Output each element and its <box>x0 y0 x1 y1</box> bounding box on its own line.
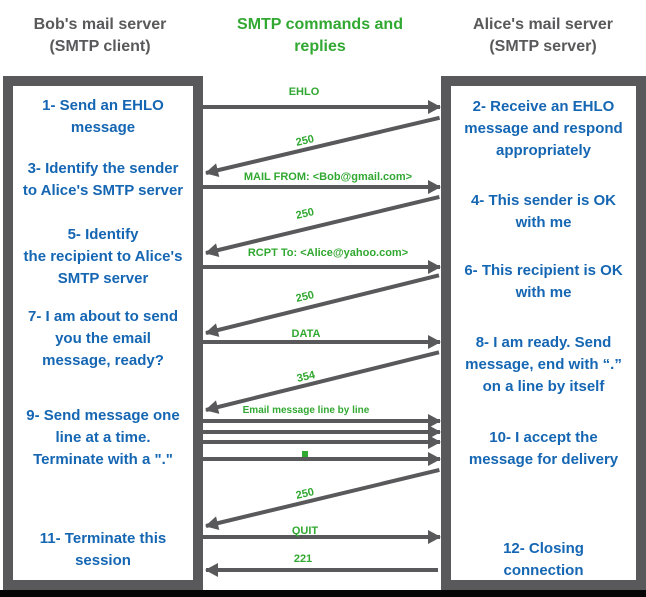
client-step-9-line: 9- Send message one <box>26 407 180 424</box>
client-step-7-line: message, ready? <box>42 352 164 369</box>
server-lifeline-box: 2- Receive an EHLO message and respond a… <box>441 76 646 590</box>
label-quit: QUIT <box>291 525 319 537</box>
arrow-ehlo <box>203 100 441 114</box>
client-step-1-line: 1- Send an EHLO <box>42 97 164 114</box>
client-step-5-line: SMTP server <box>57 270 149 287</box>
arrow-reply-250-3 <box>205 273 440 335</box>
server-step-12-line: connection <box>503 562 584 579</box>
server-header-line1: Alice's mail server <box>473 16 613 33</box>
arrow-data <box>203 335 441 349</box>
client-step-3: 3- Identify the sender to Alice's SMTP s… <box>13 158 193 202</box>
arrow-message-terminator <box>203 452 441 466</box>
arrow-reply-354 <box>205 350 440 412</box>
server-step-10-line: 10- I accept the <box>489 429 598 446</box>
server-step-10: 10- I accept the message for delivery <box>451 427 636 471</box>
label-rcpt-to: RCPT To: <Alice@yahoo.com> <box>247 247 409 259</box>
arrow-message-line-3 <box>203 435 441 449</box>
client-step-5-line: the recipient to Alice's <box>23 248 183 265</box>
arrow-quit <box>203 530 441 544</box>
client-step-9-line: Terminate with a "." <box>33 451 173 468</box>
server-step-2-line: 2- Receive an EHLO <box>472 98 615 115</box>
arrow-message-line-1 <box>203 414 441 428</box>
client-step-11-line: 11- Terminate this <box>39 530 167 547</box>
server-header: Alice's mail server (SMTP server) <box>443 14 643 58</box>
client-step-3-line: 3- Identify the sender <box>27 160 179 177</box>
client-step-9: 9- Send message one line at a time. Term… <box>13 405 193 471</box>
arrow-rcpt-to <box>203 260 441 274</box>
arrow-mail-from <box>203 180 441 194</box>
client-step-5: 5- Identify the recipient to Alice's SMT… <box>13 224 193 290</box>
server-step-8: 8- I am ready. Send message, end with “.… <box>451 332 636 398</box>
client-step-5-line: 5- Identify <box>67 226 139 243</box>
center-header: SMTP commands and replies <box>220 14 420 58</box>
client-step-11: 11- Terminate this session <box>13 528 193 572</box>
server-step-6-line: with me <box>515 284 572 301</box>
label-250-2: 250 <box>294 206 316 222</box>
client-step-7-line: you the email <box>55 330 151 347</box>
client-step-7: 7- I am about to send you the email mess… <box>13 306 193 372</box>
server-step-12: 12- Closing connection <box>451 538 636 582</box>
client-header-line1: Bob's mail server <box>33 16 167 33</box>
arrow-reply-250-4 <box>205 468 440 528</box>
server-step-4: 4- This sender is OK with me <box>451 190 636 234</box>
client-header-line2: (SMTP client) <box>49 38 151 55</box>
server-header-line2: (SMTP server) <box>489 38 597 55</box>
label-ehlo: EHLO <box>288 86 320 98</box>
server-step-8-line: 8- I am ready. Send <box>475 334 612 351</box>
client-header: Bob's mail server (SMTP client) <box>0 14 200 58</box>
label-data: DATA <box>291 328 321 340</box>
server-step-10-line: message for delivery <box>468 451 619 468</box>
client-lifeline-box: 1- Send an EHLO message 3- Identify the … <box>3 76 203 590</box>
server-step-2: 2- Receive an EHLO message and respond a… <box>451 96 636 162</box>
label-email-message: Email message line by line <box>242 405 370 416</box>
client-step-1: 1- Send an EHLO message <box>13 95 193 139</box>
server-step-6: 6- This recipient is OK with me <box>451 260 636 304</box>
server-step-8-line: on a line by itself <box>482 378 605 395</box>
server-step-8-line: message, end with “.” <box>465 356 622 373</box>
server-step-2-line: message and respond <box>464 120 623 137</box>
arrow-reply-221 <box>205 563 438 577</box>
server-step-2-line: appropriately <box>495 142 592 159</box>
center-header-line1: SMTP commands and <box>237 16 403 33</box>
label-mail-from: MAIL FROM: <Bob@gmail.com> <box>243 171 413 183</box>
arrow-message-line-2 <box>203 425 441 439</box>
client-step-9-line: line at a time. <box>55 429 151 446</box>
server-step-6-line: 6- This recipient is OK <box>464 262 623 279</box>
server-step-4-line: with me <box>515 214 572 231</box>
green-square-dot-icon <box>302 451 308 457</box>
center-header-line2: replies <box>294 38 346 55</box>
bottom-bar <box>0 590 646 597</box>
label-250-3: 250 <box>294 289 316 305</box>
client-step-11-line: session <box>75 552 131 569</box>
server-step-12-line: 12- Closing <box>503 540 584 557</box>
client-step-3-line: to Alice's SMTP server <box>22 182 184 199</box>
arrow-reply-250-2 <box>205 195 440 255</box>
server-step-4-line: 4- This sender is OK <box>470 192 617 209</box>
client-step-1-line: message <box>70 119 136 136</box>
arrow-reply-250-1 <box>205 115 441 175</box>
client-step-7-line: 7- I am about to send <box>27 308 178 325</box>
label-221: 221 <box>293 553 313 565</box>
